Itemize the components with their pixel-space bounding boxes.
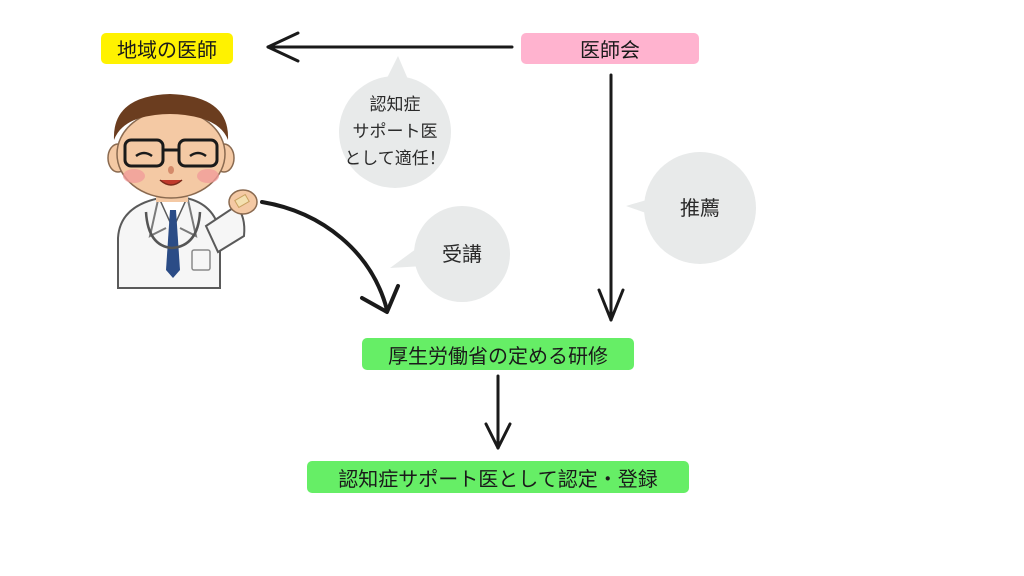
- bubble-suitable-line-3: として適任！: [344, 148, 446, 169]
- arrow-association-to-doctor: [266, 31, 514, 63]
- speech-bubble-suitable: [339, 56, 451, 188]
- arrow-association-to-training: [597, 73, 625, 322]
- doctor-illustration: [107, 94, 258, 289]
- node-mhlw-training: 厚生労働省の定める研修: [362, 338, 634, 370]
- speech-bubble-attend: [390, 206, 510, 302]
- arrow-training-to-certification: [484, 374, 512, 450]
- arrow-doctor-to-training: [260, 200, 400, 314]
- bubble-suitable-text: 認知症 サポート医 として適任！: [335, 88, 455, 176]
- bubble-suitable-line-1: 認知症: [369, 94, 421, 115]
- bubble-suitable-line-2: サポート医: [352, 121, 438, 142]
- bubble-attend-text: 受講: [442, 242, 482, 266]
- speech-bubble-recommend: [626, 152, 756, 264]
- node-local-doctor: 地域の医師: [101, 33, 233, 64]
- node-medical-association: 医師会: [521, 33, 699, 64]
- node-certification: 認知症サポート医として認定・登録: [307, 461, 689, 493]
- bubble-recommend-text: 推薦: [680, 196, 720, 220]
